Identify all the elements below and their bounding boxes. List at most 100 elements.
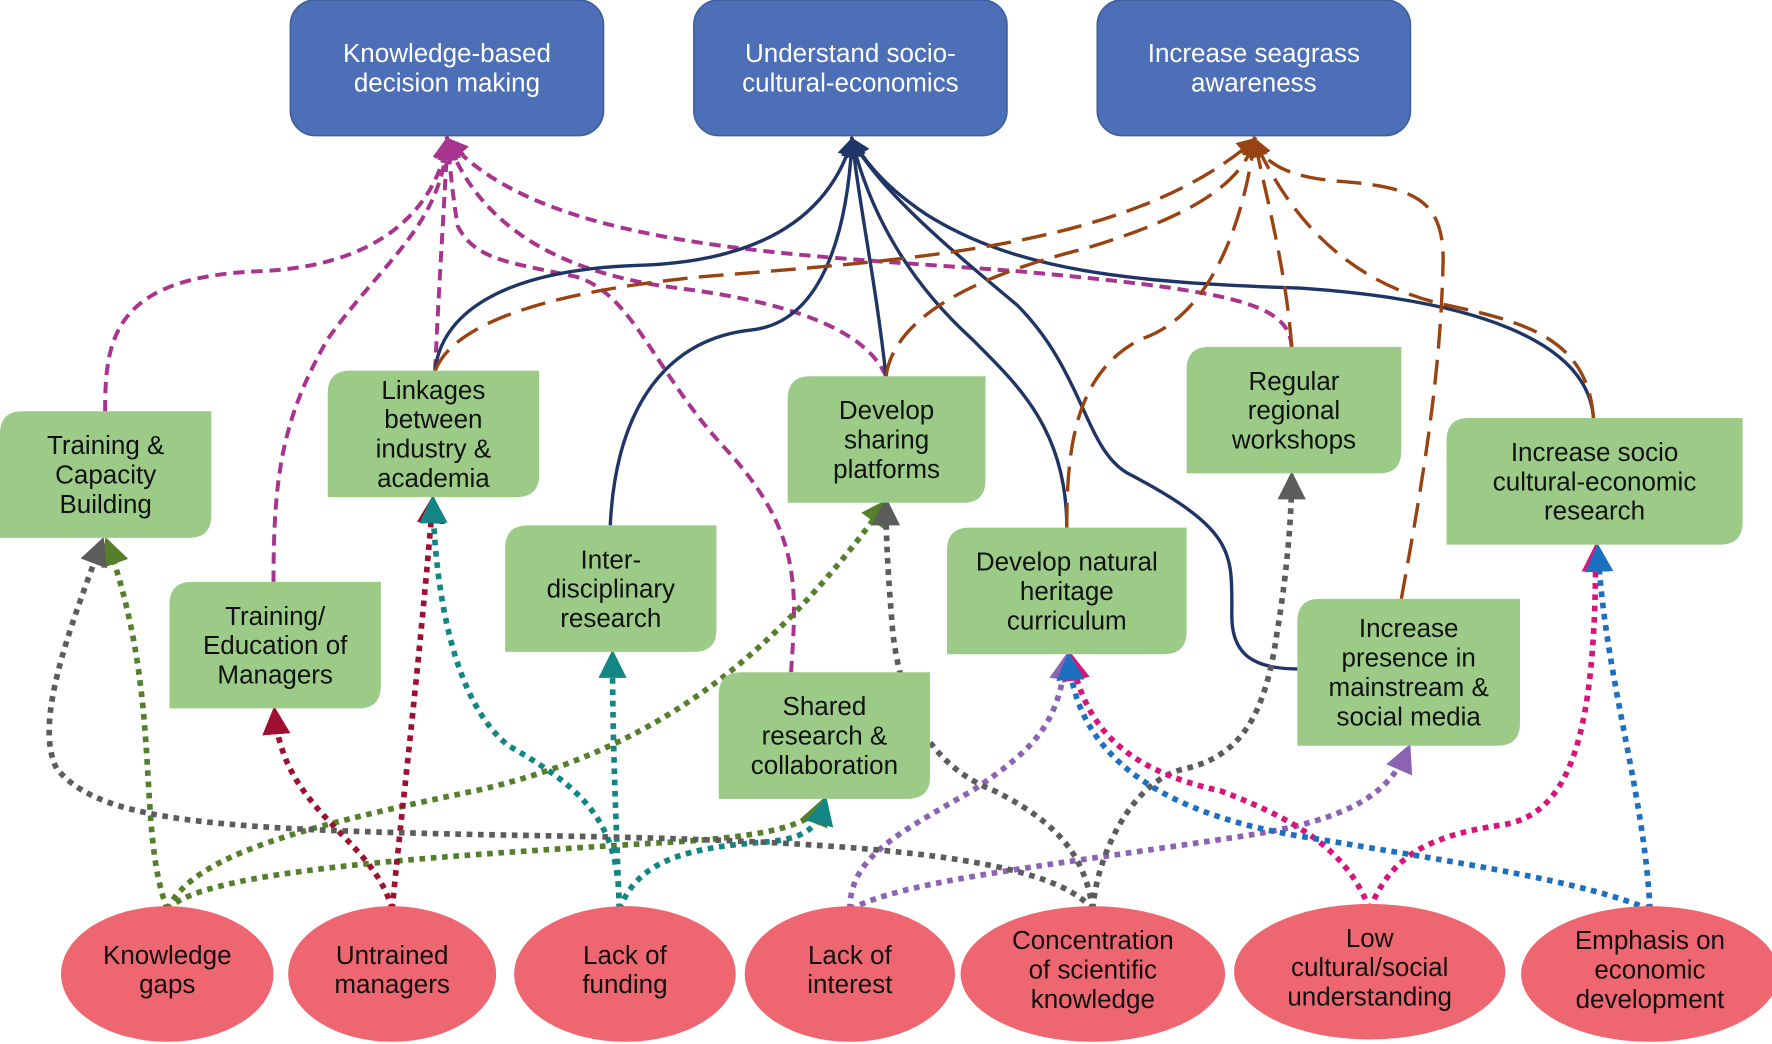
action-label-line: collaboration <box>751 750 898 780</box>
action-label-line: research <box>560 603 661 633</box>
link-kg-to-dsp <box>164 498 890 911</box>
link-dsp-to-isa <box>884 136 1260 377</box>
action-label-line: Increase <box>1359 613 1459 643</box>
barrier-label-line: Untrained <box>336 940 449 970</box>
action-label-line: research & <box>762 721 888 751</box>
action-label-line: Shared <box>783 691 867 721</box>
link-lcs-to-dnh <box>1062 652 1373 911</box>
barrier-ellipse <box>1234 903 1506 1040</box>
barrier-label-line: knowledge <box>1031 984 1155 1014</box>
link-lia-to-kbdm <box>433 135 459 371</box>
link-ipm-to-isa <box>1250 136 1445 600</box>
link-dnh-to-usce <box>846 136 1069 528</box>
action-label-line: between <box>384 404 482 434</box>
action-box <box>718 672 931 799</box>
barrier-label-line: interest <box>807 969 893 999</box>
action-label-line: industry & <box>376 434 491 464</box>
link-iscr-to-usce <box>849 136 1596 419</box>
goal-label-line: Knowledge-based <box>343 38 551 68</box>
action-label-line: Building <box>59 489 151 519</box>
barrier-ellipse <box>288 906 497 1042</box>
link-kg-to-tcb <box>101 537 170 911</box>
goal-label-line: awareness <box>1191 68 1317 98</box>
action-label-line: academia <box>377 463 490 493</box>
goal-box <box>693 0 1008 137</box>
barrier-label-line: understanding <box>1287 982 1452 1012</box>
action-box <box>169 581 381 709</box>
link-csk-to-tcb <box>46 537 1095 912</box>
action-label-line: Training/ <box>225 601 326 631</box>
action-label-line: disciplinary <box>547 574 675 604</box>
barrier-label-line: cultural/social <box>1291 952 1448 982</box>
link-csk-to-rrw <box>1089 471 1306 910</box>
action-label-line: regional <box>1248 395 1340 425</box>
barrier-label-line: Low <box>1346 923 1394 953</box>
goal-box <box>289 0 605 137</box>
barrier-label-line: Knowledge <box>103 940 232 970</box>
link-iscr-to-isa <box>1251 136 1596 419</box>
link-dsp-to-usce <box>843 136 888 377</box>
action-label-line: Develop natural <box>976 547 1158 577</box>
link-rrw-to-kbdm <box>444 136 1294 348</box>
action-label-line: social media <box>1336 701 1481 731</box>
barrier-label-line: development <box>1576 984 1725 1014</box>
goal-label-line: cultural-economics <box>742 68 959 98</box>
goal-label-line: Increase seagrass <box>1148 38 1360 68</box>
barrier-label-line: Lack of <box>808 940 893 970</box>
goal-node-usce[interactable]: Understand socio-cultural-economics <box>693 0 1008 137</box>
action-box <box>327 370 540 498</box>
barrier-label-line: of scientific <box>1029 954 1157 984</box>
link-li-to-dnh <box>847 652 1078 910</box>
barrier-label-line: economic <box>1594 954 1705 984</box>
action-box <box>505 525 717 652</box>
action-label-line: research <box>1544 496 1645 526</box>
action-label-line: Increase socio <box>1511 437 1678 467</box>
action-label-line: platforms <box>833 454 940 484</box>
barrier-label-line: gaps <box>139 969 195 999</box>
link-dnh-to-isa <box>1065 136 1263 528</box>
link-eed-to-dnh <box>1056 651 1652 913</box>
action-label-line: Managers <box>217 660 333 690</box>
barrier-ellipse <box>744 906 955 1042</box>
action-label-line: Regular <box>1248 366 1339 396</box>
action-label-line: presence in <box>1342 643 1476 673</box>
barrier-label-line: Lack of <box>583 940 668 970</box>
action-box <box>0 411 212 538</box>
action-box <box>1186 346 1402 474</box>
goal-label-line: Understand socio- <box>745 38 956 68</box>
barrier-label-line: managers <box>334 969 450 999</box>
action-label-line: workshops <box>1231 425 1356 455</box>
link-dsp-to-kbdm <box>442 135 888 378</box>
action-label-line: curriculum <box>1007 605 1127 635</box>
action-box <box>787 376 986 503</box>
action-box <box>1297 598 1520 746</box>
links-layer <box>46 135 1653 913</box>
barrier-ellipse <box>960 906 1226 1042</box>
barrier-ellipse <box>1521 906 1772 1042</box>
goal-box <box>1096 0 1412 137</box>
action-label-line: heritage <box>1020 576 1114 606</box>
barrier-label-line: Emphasis on <box>1575 925 1725 955</box>
action-label-line: Linkages <box>381 375 485 405</box>
